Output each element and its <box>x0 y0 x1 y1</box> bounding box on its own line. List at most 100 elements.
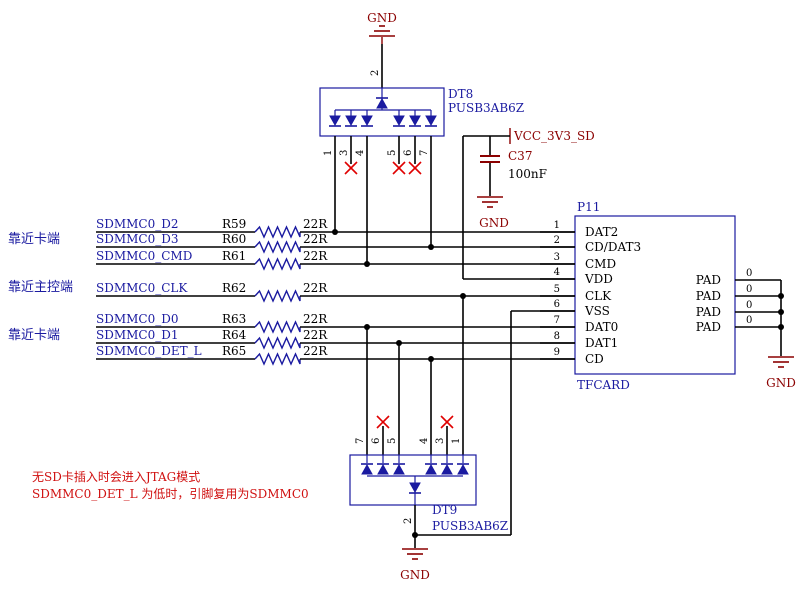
resistor-ref: R62 <box>222 281 246 295</box>
group-label-host: 靠近主控端 <box>8 280 73 295</box>
svg-text:3: 3 <box>435 438 446 444</box>
svg-text:7: 7 <box>355 438 366 444</box>
signal-row: SDMMC0_D3 R60 22R <box>96 232 575 254</box>
resistor-symbol <box>254 240 301 254</box>
svg-text:PAD: PAD <box>696 320 721 334</box>
signal-row: SDMMC0_CMD R61 22R <box>96 249 575 271</box>
svg-text:PAD: PAD <box>696 273 721 287</box>
c37-value: 100nF <box>508 167 547 181</box>
signal-row: SDMMC0_D1 R64 22R <box>96 328 575 350</box>
net-label: SDMMC0_CMD <box>96 249 192 263</box>
signal-row: SDMMC0_D0 R63 22R <box>96 312 575 334</box>
resistor-ref: R61 <box>222 249 246 263</box>
p11-pin-number: 1 <box>554 220 560 231</box>
dt8-ref: DT8 <box>448 87 473 101</box>
net-label: SDMMC0_D2 <box>96 217 179 231</box>
p11-pin-number: 6 <box>554 299 560 310</box>
svg-text:0: 0 <box>746 284 752 295</box>
signal-row: SDMMC0_CLK R62 22R <box>96 281 575 303</box>
svg-text:1: 1 <box>323 150 334 156</box>
svg-text:6: 6 <box>371 438 382 444</box>
p11-pin-name: VDD <box>584 272 613 286</box>
resistor-symbol <box>254 320 301 334</box>
signal-row: SDMMC0_DET_L R65 22R <box>96 344 575 366</box>
svg-text:4: 4 <box>419 438 430 444</box>
resistor-value: 22R <box>303 249 328 263</box>
p11-pin-name: CD <box>585 352 604 366</box>
gnd-bottom: 2 GND <box>400 505 430 582</box>
vcc-label: VCC_3V3_SD <box>513 129 595 143</box>
resistor-value: 22R <box>303 281 328 295</box>
p11-pin-name: DAT1 <box>585 336 618 350</box>
resistor-symbol <box>254 225 301 239</box>
dt9-pins: 7 6 5 4 3 1 <box>355 296 464 455</box>
dt8-tvs-array: DT8 PUSB3AB6Z <box>319 87 524 137</box>
resistor-value: 22R <box>303 232 328 246</box>
svg-text:0: 0 <box>746 268 752 279</box>
p11-pin-number: 2 <box>554 235 560 246</box>
p11-pin-number: 5 <box>554 284 560 295</box>
p11-pin-name: DAT0 <box>585 320 618 334</box>
resistor-symbol <box>254 289 301 303</box>
gnd-c37-label: GND <box>479 216 509 230</box>
svg-text:6: 6 <box>403 150 414 156</box>
svg-text:PAD: PAD <box>696 305 721 319</box>
net-label: SDMMC0_D1 <box>96 328 179 342</box>
net-label: SDMMC0_CLK <box>96 281 188 295</box>
gnd-top-label: GND <box>367 11 397 25</box>
svg-text:5: 5 <box>387 150 398 156</box>
dt8-part: PUSB3AB6Z <box>448 101 524 115</box>
p11-pin-name: CD/DAT3 <box>585 240 641 254</box>
resistor-symbol <box>254 352 301 366</box>
svg-text:7: 7 <box>419 150 430 156</box>
p11-pin-number: 7 <box>554 315 560 326</box>
p11-pin-name: DAT2 <box>585 225 618 239</box>
svg-text:1: 1 <box>451 438 462 444</box>
svg-text:PAD: PAD <box>696 289 721 303</box>
gnd-pad-label: GND <box>766 376 796 390</box>
net-label: SDMMC0_D3 <box>96 232 179 246</box>
p11-pin-name: CLK <box>585 289 612 303</box>
resistor-value: 22R <box>303 217 328 231</box>
resistor-value: 22R <box>303 328 328 342</box>
svg-text:0: 0 <box>746 300 752 311</box>
resistor-ref: R59 <box>222 217 246 231</box>
dt9-part: PUSB3AB6Z <box>432 519 508 533</box>
junctions <box>332 229 575 538</box>
p11-pin-name: CMD <box>585 257 616 271</box>
p11-name: TFCARD <box>577 378 630 392</box>
p11-pin-name: VSS <box>584 304 610 318</box>
svg-text:0: 0 <box>746 315 752 326</box>
resistor-ref: R60 <box>222 232 246 246</box>
p11-pin-number: 9 <box>554 347 560 358</box>
group-label-card-2: 靠近卡端 <box>8 328 60 343</box>
resistor-ref: R65 <box>222 344 246 358</box>
svg-text:3: 3 <box>339 150 350 156</box>
resistor-symbol <box>254 257 301 271</box>
c37-ref: C37 <box>508 149 532 163</box>
p11-pin-number: 8 <box>554 331 560 342</box>
gnd-bottom-label: GND <box>400 568 430 582</box>
group-label-card-1: 靠近卡端 <box>8 232 60 247</box>
resistor-value: 22R <box>303 344 328 358</box>
resistor-symbol <box>254 336 301 350</box>
resistor-ref: R64 <box>222 328 247 342</box>
p11-pin-number: 3 <box>554 252 560 263</box>
net-label: SDMMC0_DET_L <box>96 344 202 358</box>
p11-pin-number: 4 <box>554 267 560 278</box>
dt9-tvs-array: DT9 PUSB3AB6Z <box>349 454 508 533</box>
note-line-2: SDMMC0_DET_L 为低时，引脚复用为SDMMC0 <box>32 486 309 501</box>
p11-pads: PAD PAD PAD PAD 0 0 0 0 GND <box>696 268 796 390</box>
dt9-ref: DT9 <box>432 503 457 517</box>
net-label: SDMMC0_D0 <box>96 312 179 326</box>
gnd-top: GND 2 <box>367 11 397 88</box>
dt8-pins: 1 3 4 5 6 7 <box>323 136 432 264</box>
resistor-value: 22R <box>303 312 328 326</box>
svg-text:5: 5 <box>387 438 398 444</box>
note-line-1: 无SD卡插入时会进入JTAG模式 <box>32 470 200 484</box>
signal-row: SDMMC0_D2 R59 22R <box>96 217 575 239</box>
resistor-ref: R63 <box>222 312 246 326</box>
